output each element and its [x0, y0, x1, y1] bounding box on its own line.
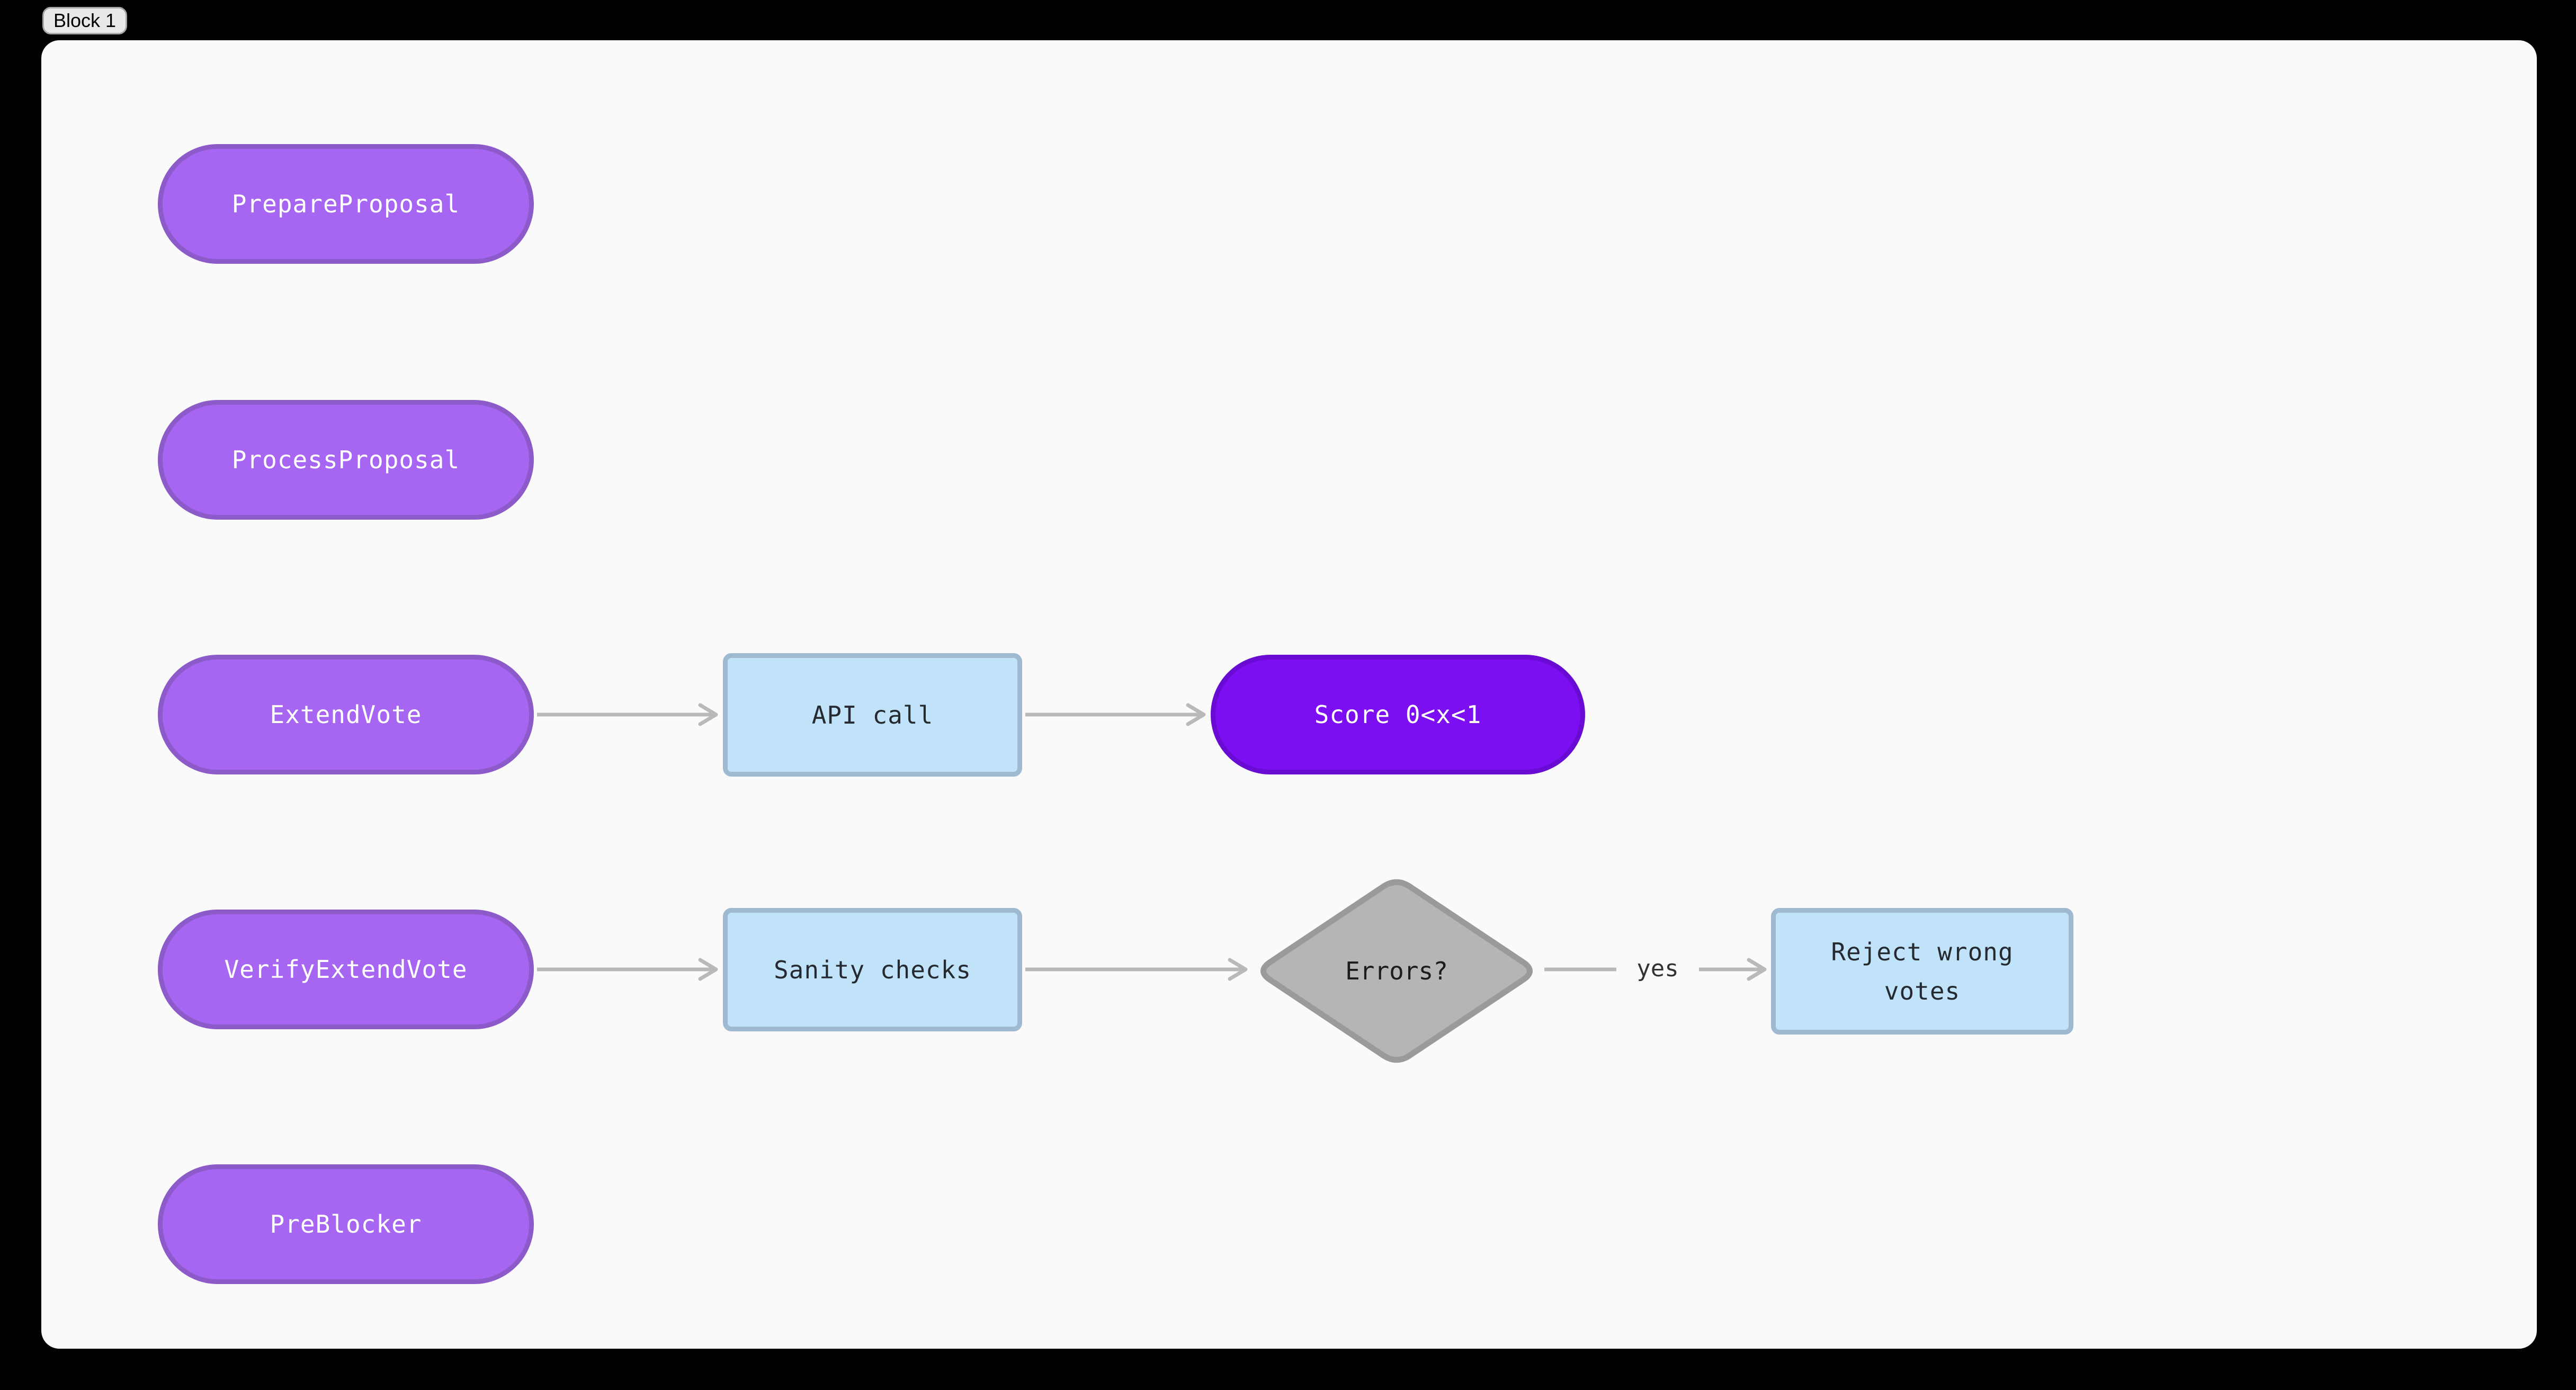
- node-sanity-checks: Sanity checks: [723, 908, 1022, 1031]
- block-tab-label: Block 1: [53, 10, 117, 31]
- node-score: Score 0<x<1: [1211, 655, 1585, 774]
- node-extend-vote: ExtendVote: [158, 655, 534, 774]
- node-reject-wrong-votes: Reject wrong votes: [1771, 908, 2073, 1035]
- decision-diamond-shape: [1260, 879, 1533, 1063]
- edge-label-yes: yes: [1636, 955, 1679, 982]
- block-tab[interactable]: Block 1: [42, 7, 127, 34]
- node-process-proposal: ProcessProposal: [158, 400, 534, 520]
- node-api-call: API call: [723, 653, 1022, 777]
- node-verify-extend-vote: VerifyExtendVote: [158, 910, 534, 1029]
- node-prepare-proposal: PrepareProposal: [158, 144, 534, 264]
- node-errors-label: Errors?: [1345, 957, 1448, 985]
- node-pre-blocker: PreBlocker: [158, 1164, 534, 1284]
- node-errors-decision: [1248, 870, 1545, 1074]
